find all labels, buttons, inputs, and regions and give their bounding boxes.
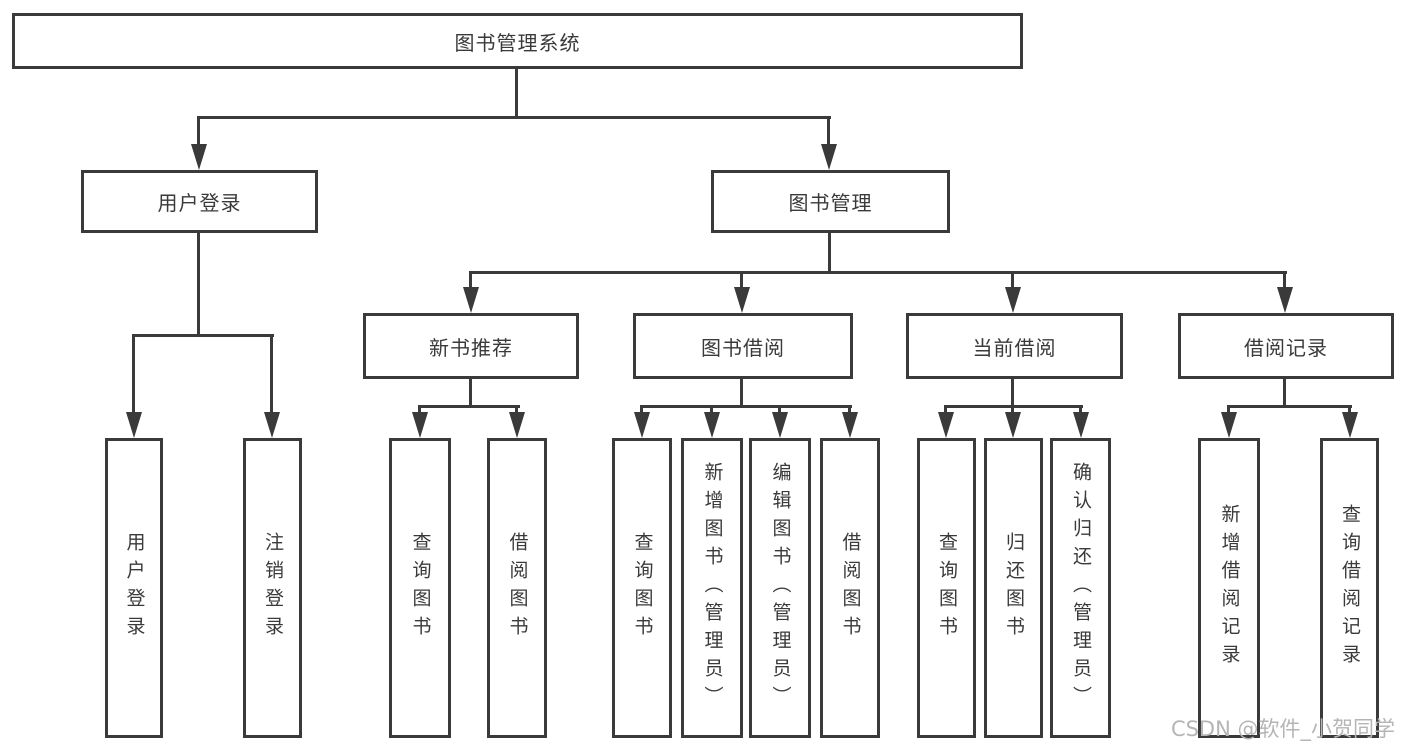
connector-line <box>640 405 852 408</box>
arrow-down-icon <box>821 144 837 170</box>
node-label: 新增图书（管理员） <box>701 462 724 714</box>
node-label: 确认归还（管理员） <box>1070 462 1092 714</box>
connector-line <box>197 233 200 336</box>
arrow-down-icon <box>1342 412 1358 438</box>
node-label: 借阅图书 <box>839 532 862 644</box>
arrow-down-icon <box>1005 412 1021 438</box>
node-label: 图书管理 <box>788 191 873 215</box>
node-current-borrow: 当前借阅 <box>906 313 1123 379</box>
connector-line <box>270 334 273 413</box>
connector-line <box>1011 379 1014 408</box>
connector-line <box>740 379 743 408</box>
arrow-down-icon <box>1073 412 1089 438</box>
node-label: 用户登录 <box>157 191 242 215</box>
node-label: 归还图书 <box>1003 532 1025 644</box>
connector-line <box>710 405 713 414</box>
node-label: 注销登录 <box>262 532 284 644</box>
connector-line <box>515 68 518 118</box>
node-book-mgmt: 图书管理 <box>711 170 950 233</box>
leaf-bb-add-books-admin: 新增图书（管理员） <box>681 438 743 738</box>
connector-line <box>828 233 831 273</box>
leaf-nbr-query-books: 查询图书 <box>389 438 451 738</box>
arrow-down-icon <box>772 412 788 438</box>
arrow-down-icon <box>463 287 479 313</box>
connector-line <box>418 405 421 414</box>
leaf-br-add-record: 新增借阅记录 <box>1198 438 1260 738</box>
node-label: 编辑图书（管理员） <box>769 462 792 714</box>
node-borrow-records: 借阅记录 <box>1178 313 1394 379</box>
connector-line <box>132 334 135 413</box>
connector-line <box>740 271 743 288</box>
connector-line <box>1283 271 1286 288</box>
watermark-text: CSDN @软件_小贺同学 <box>1170 717 1395 741</box>
connector-line <box>778 405 781 414</box>
connector-line <box>197 116 831 119</box>
arrow-down-icon <box>938 412 954 438</box>
node-label: 查询借阅记录 <box>1339 504 1361 672</box>
connector-line <box>1079 405 1082 414</box>
node-label: 查询图书 <box>631 532 654 644</box>
node-new-book-rec: 新书推荐 <box>363 313 579 379</box>
leaf-bb-query-books: 查询图书 <box>612 438 672 738</box>
node-book-borrow: 图书借阅 <box>633 313 853 379</box>
arrow-down-icon <box>191 144 207 170</box>
arrow-down-icon <box>126 412 142 438</box>
connector-line <box>469 271 1287 274</box>
arrow-down-icon <box>634 412 650 438</box>
connector-line <box>1011 271 1014 288</box>
connector-line <box>132 334 274 337</box>
arrow-down-icon <box>509 412 525 438</box>
arrow-down-icon <box>1277 287 1293 313</box>
connector-line <box>469 379 472 408</box>
connector-line <box>1227 405 1230 414</box>
connector-line <box>1348 405 1351 414</box>
node-label: 当前借阅 <box>972 335 1057 360</box>
leaf-logout: 注销登录 <box>243 438 302 738</box>
arrow-down-icon <box>1221 412 1237 438</box>
connector-line <box>1283 379 1286 408</box>
node-label: 用户登录 <box>123 532 146 644</box>
node-user-login: 用户登录 <box>81 170 318 233</box>
connector-line <box>944 405 947 414</box>
connector-line <box>848 405 851 414</box>
leaf-bb-edit-books-admin: 编辑图书（管理员） <box>749 438 811 738</box>
node-label: 借阅记录 <box>1244 335 1328 360</box>
node-label: 借阅图书 <box>506 532 529 644</box>
node-label: 新增借阅记录 <box>1218 504 1241 672</box>
connector-line <box>640 405 643 414</box>
arrow-down-icon <box>412 412 428 438</box>
connector-line <box>515 405 518 414</box>
node-label: 图书管理系统 <box>454 30 581 55</box>
leaf-bb-borrow-books: 借阅图书 <box>820 438 880 738</box>
connector-line <box>418 405 520 408</box>
connector-line <box>827 116 830 146</box>
leaf-user-login: 用户登录 <box>105 438 163 738</box>
arrow-down-icon <box>264 412 280 438</box>
arrow-down-icon <box>1005 287 1021 313</box>
connector-line <box>1227 405 1352 408</box>
leaf-cb-return-books: 归还图书 <box>984 438 1043 738</box>
leaf-cb-query-books: 查询图书 <box>917 438 976 738</box>
node-label: 查询图书 <box>409 532 432 644</box>
node-label: 图书借阅 <box>701 335 785 360</box>
node-root: 图书管理系统 <box>12 13 1023 69</box>
connector-line <box>197 116 200 146</box>
leaf-cb-confirm-return-admin: 确认归还（管理员） <box>1050 438 1111 738</box>
arrow-down-icon <box>734 287 750 313</box>
connector-line <box>1011 405 1014 414</box>
arrow-down-icon <box>704 412 720 438</box>
arrow-down-icon <box>842 412 858 438</box>
leaf-nbr-borrow-books: 借阅图书 <box>487 438 547 738</box>
node-label: 新书推荐 <box>429 335 513 360</box>
leaf-br-query-record: 查询借阅记录 <box>1320 438 1379 738</box>
node-label: 查询图书 <box>936 532 958 644</box>
connector-line <box>469 271 472 288</box>
